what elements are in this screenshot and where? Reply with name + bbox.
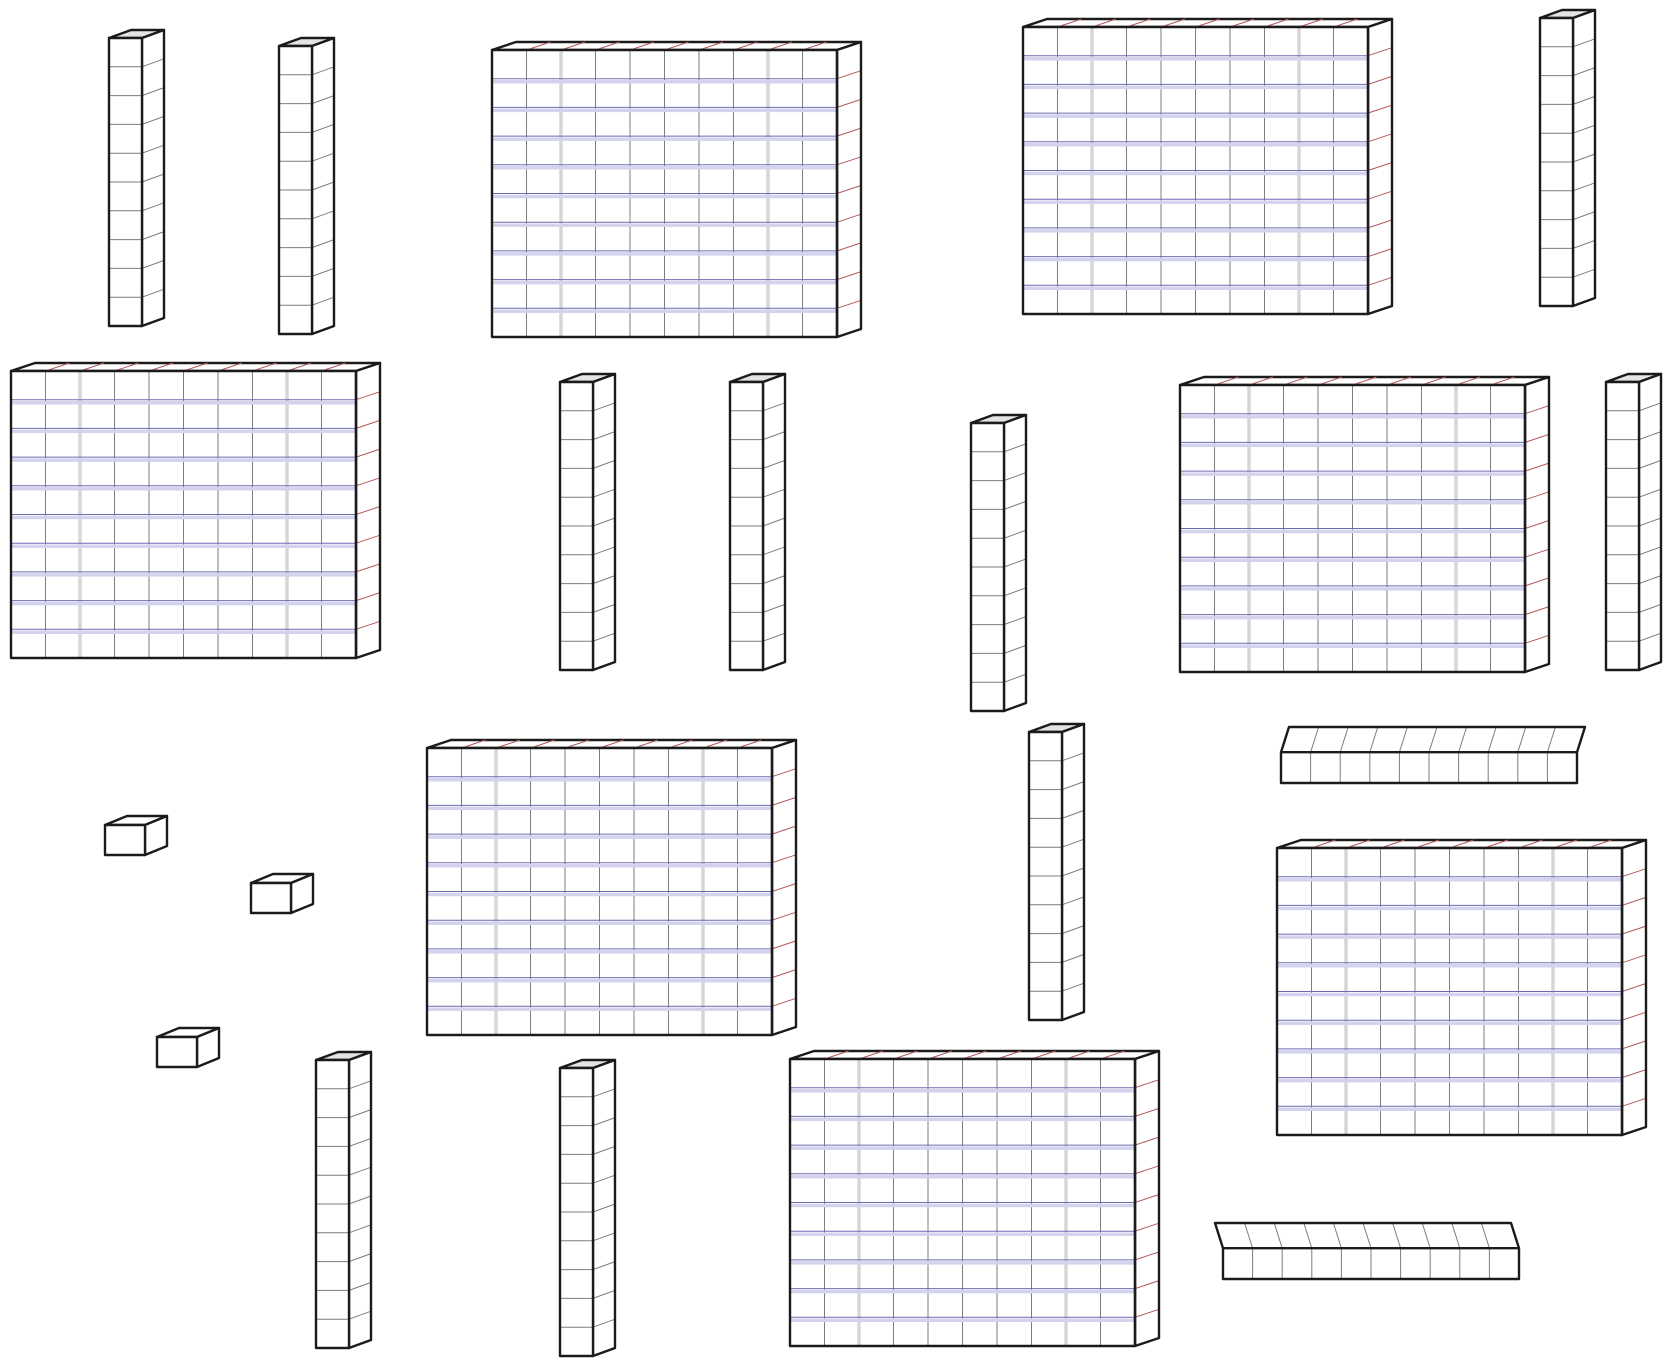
flat-block-1	[492, 42, 861, 337]
rod-block-3	[1540, 10, 1595, 306]
flat-block-6	[1277, 840, 1646, 1135]
rod-block-11	[1281, 727, 1585, 783]
flat-block-7	[790, 1051, 1159, 1346]
rod-block-9	[316, 1052, 371, 1348]
unit-cube-3	[157, 1028, 219, 1067]
rod-block-12	[1215, 1223, 1519, 1279]
flat-block-5	[427, 740, 796, 1035]
rod-block-6	[971, 415, 1026, 711]
unit-cube-1	[105, 816, 167, 855]
flat-block-2	[1023, 19, 1392, 314]
rod-block-8	[1029, 724, 1084, 1020]
rod-block-5	[730, 374, 785, 670]
rod-block-1	[109, 30, 164, 326]
rod-block-7	[1606, 374, 1661, 670]
rod-block-10	[560, 1060, 615, 1356]
rod-block-4	[560, 374, 615, 670]
flat-block-4	[1180, 377, 1549, 672]
flat-block-3	[11, 363, 380, 658]
unit-cube-2	[251, 874, 313, 913]
rod-block-2	[279, 38, 334, 334]
